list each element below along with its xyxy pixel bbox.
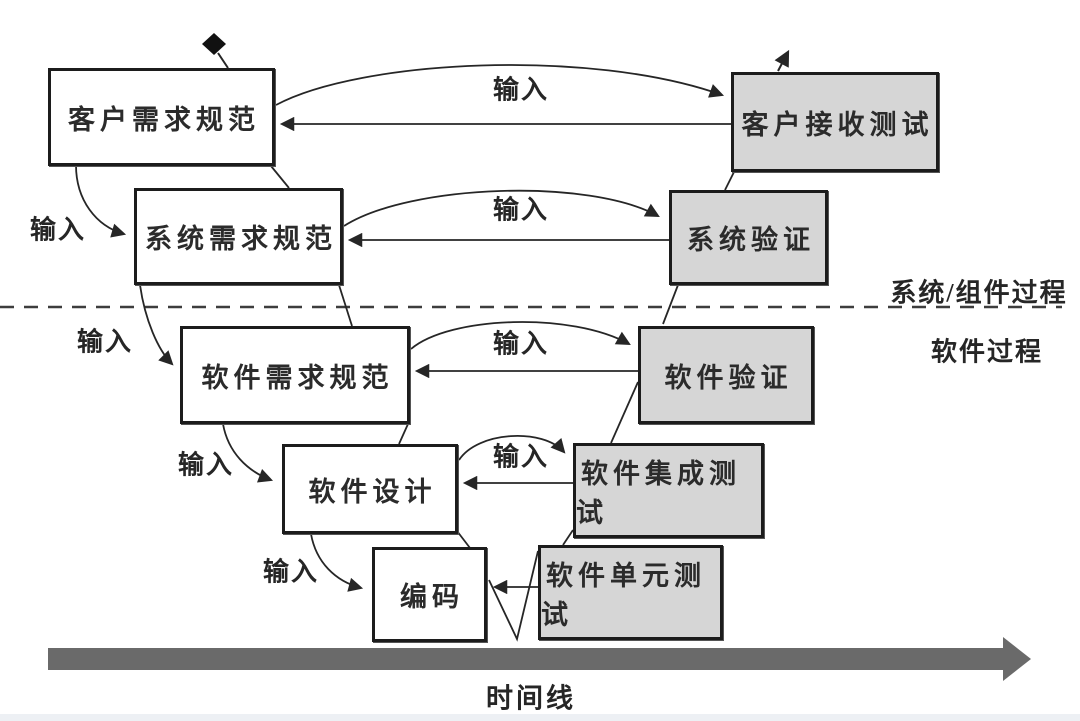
box-software-requirements-spec: 软件需求规范 <box>180 326 410 424</box>
input-label-row3: 输入 <box>492 329 550 359</box>
box-label: 编码 <box>400 582 464 612</box>
region-label-software-process: 软件过程 <box>930 337 1044 367</box>
box-label: 系统需求规范 <box>145 224 337 254</box>
box-coding: 编码 <box>372 547 487 642</box>
box-software-integration-test: 软件集成测试 <box>573 443 764 538</box>
input-label-row4: 输入 <box>492 442 550 472</box>
timeline-label: 时间线 <box>486 683 576 714</box>
input-label-cascade4: 输入 <box>262 557 320 587</box>
cascade-input-arrow-1 <box>75 164 127 238</box>
milestone-diamond-icon <box>202 33 226 55</box>
input-label-cascade3: 输入 <box>177 450 235 480</box>
timeline-arrowhead <box>1003 637 1031 681</box>
cascade-input-arrow-2 <box>139 284 174 366</box>
connector-right-1-2 <box>724 171 735 191</box>
box-software-verification: 软件验证 <box>638 326 814 424</box>
input-label-cascade2: 输入 <box>76 327 134 357</box>
box-label: 软件单元测试 <box>541 560 706 630</box>
input-label-row2: 输入 <box>492 195 550 225</box>
box-software-unit-test: 软件单元测试 <box>538 545 723 640</box>
box-system-requirements-spec: 系统需求规范 <box>134 188 343 285</box>
connector-left-1-2 <box>270 165 290 189</box>
cascade-input-arrow-4 <box>310 533 364 592</box>
release-up-arrow <box>774 49 790 72</box>
connector-right-2-3 <box>662 284 679 325</box>
box-label: 软件需求规范 <box>201 362 394 393</box>
box-customer-acceptance-test: 客户接收测试 <box>731 72 939 172</box>
connector-left-3-4 <box>398 423 409 445</box>
box-label: 软件验证 <box>664 362 793 393</box>
input-label-row1: 输入 <box>492 75 550 105</box>
box-customer-requirements-spec: 客户需求规范 <box>48 68 275 166</box>
connector-left-2-3 <box>338 284 353 327</box>
input-arrow-row2 <box>343 189 660 227</box>
connector-right-3-4 <box>610 381 639 444</box>
bottom-edge-band <box>0 714 1080 721</box>
box-label: 客户需求规范 <box>68 104 260 135</box>
box-label: 软件集成测试 <box>576 458 741 528</box>
box-label: 软件设计 <box>308 476 437 507</box>
input-label-cascade1: 输入 <box>29 215 87 245</box>
connector-left-4-5 <box>456 530 471 549</box>
box-system-verification: 系统验证 <box>669 190 828 285</box>
box-label: 客户接收测试 <box>741 109 934 140</box>
timeline-bar <box>48 648 1003 670</box>
input-arrow-row3 <box>410 321 631 350</box>
v-model-vertex-lines <box>488 550 539 642</box>
connector-right-4-5 <box>562 529 574 546</box>
region-label-system-component-process: 系统/组件过程 <box>890 278 1068 308</box>
box-label: 系统验证 <box>687 225 815 255</box>
box-software-design: 软件设计 <box>282 444 458 534</box>
cascade-input-arrow-3 <box>222 423 274 483</box>
input-arrow-row4 <box>458 435 566 461</box>
input-arrow-row1 <box>275 64 725 106</box>
milestone-diamond-stem <box>217 52 229 69</box>
